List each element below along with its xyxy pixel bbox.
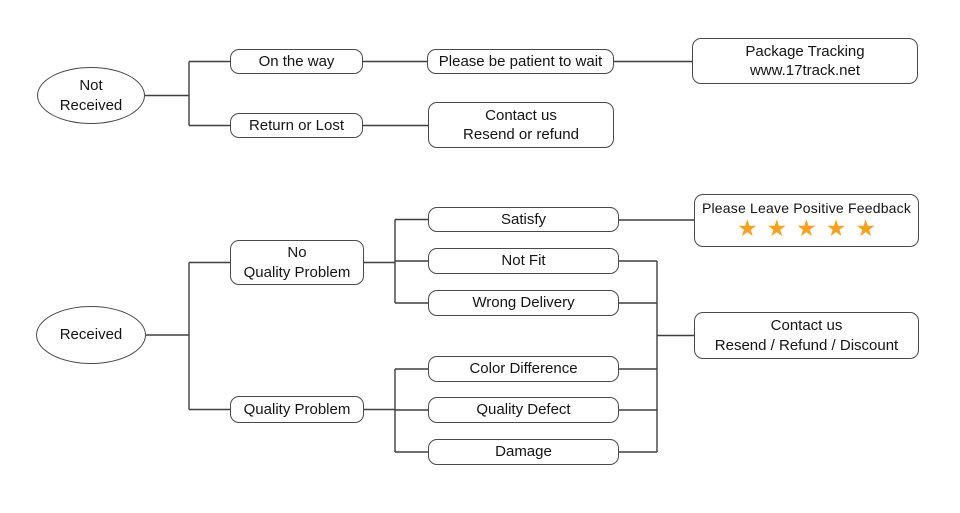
node-please-be-patient: Please be patient to wait bbox=[427, 49, 614, 74]
node-label: Received bbox=[59, 96, 123, 114]
node-not-fit: Not Fit bbox=[428, 248, 619, 274]
node-received: Received bbox=[36, 306, 146, 364]
node-contact-resend-refund-discount: Contact us Resend / Refund / Discount bbox=[694, 312, 919, 359]
node-wrong-delivery: Wrong Delivery bbox=[428, 290, 619, 316]
node-label: Quality Defect bbox=[476, 401, 571, 419]
node-satisfy: Satisfy bbox=[428, 207, 619, 232]
node-label: Package Tracking bbox=[745, 42, 865, 60]
node-label: Color Difference bbox=[469, 360, 578, 378]
node-label: Contact us bbox=[770, 317, 843, 335]
node-label: On the way bbox=[258, 52, 335, 70]
node-label: Quality Problem bbox=[243, 400, 351, 418]
node-label: Quality Problem bbox=[243, 263, 351, 281]
node-positive-feedback: Please Leave Positive Feedback ★★★★★ bbox=[694, 194, 919, 247]
node-return-or-lost: Return or Lost bbox=[230, 113, 363, 138]
node-color-difference: Color Difference bbox=[428, 356, 619, 382]
node-label: Return or Lost bbox=[248, 116, 345, 134]
node-quality-defect: Quality Defect bbox=[428, 397, 619, 423]
node-label: Contact us bbox=[485, 106, 557, 124]
node-on-the-way: On the way bbox=[230, 49, 363, 74]
node-label: Wrong Delivery bbox=[472, 294, 575, 312]
node-no-quality-problem: No Quality Problem bbox=[230, 240, 364, 285]
node-label: Received bbox=[59, 326, 123, 344]
node-contact-resend-refund: Contact us Resend or refund bbox=[428, 102, 614, 148]
node-label: No bbox=[287, 244, 307, 262]
node-label: Please Leave Positive Feedback bbox=[701, 199, 912, 216]
node-package-tracking: Package Tracking www.17track.net bbox=[692, 38, 918, 84]
node-label: Not Fit bbox=[501, 252, 546, 270]
node-label: Resend / Refund / Discount bbox=[714, 336, 899, 354]
star-rating: ★★★★★ bbox=[736, 216, 886, 243]
tracking-url: www.17track.net bbox=[749, 62, 861, 79]
node-quality-problem: Quality Problem bbox=[230, 396, 364, 423]
node-label: Resend or refund bbox=[463, 126, 579, 143]
node-label: Damage bbox=[495, 443, 552, 461]
node-label: Please be patient to wait bbox=[438, 52, 603, 70]
node-damage: Damage bbox=[428, 439, 619, 465]
node-label: Satisfy bbox=[500, 210, 546, 228]
node-not-received: Not Received bbox=[37, 67, 145, 124]
node-label: Not bbox=[79, 77, 103, 95]
